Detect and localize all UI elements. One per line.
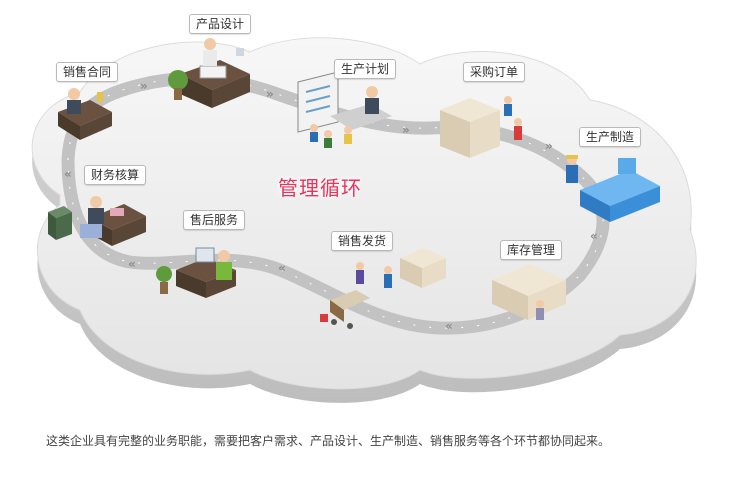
chevron-right-icon: » (402, 123, 410, 137)
chevron-left-icon: « (128, 257, 136, 271)
label-product-design: 产品设计 (189, 14, 252, 34)
chevron-left-icon: « (445, 319, 453, 333)
chevron-left-icon: « (278, 261, 286, 275)
chevron-right-icon: » (140, 79, 148, 93)
label-sales-delivery: 销售发货 (331, 231, 394, 251)
chevron-up-icon: « (64, 167, 72, 181)
product-design-scene (168, 38, 250, 108)
production-manufacturing-scene (566, 155, 660, 222)
chevron-right-icon: » (266, 87, 274, 101)
label-inventory-management: 库存管理 (500, 240, 563, 260)
inventory-management-scene (492, 264, 566, 320)
diagram-caption: 这类企业具有完整的业务职能，需要把客户需求、产品设计、生产制造、销售服务等各个环… (46, 434, 611, 448)
label-after-sales-service: 售后服务 (183, 210, 246, 230)
workers (310, 124, 352, 148)
chevron-down-icon: « (590, 229, 598, 243)
financial-accounting-scene (48, 196, 146, 246)
direction-arrows: » » » » « « « « « (64, 79, 598, 333)
label-financial-accounting: 财务核算 (84, 165, 147, 185)
label-production-manufacturing: 生产制造 (579, 127, 642, 147)
production-plan-scene (297, 71, 392, 148)
after-sales-service-scene (156, 247, 236, 298)
diagram-title: 管理循环 (278, 176, 362, 200)
chevron-down-icon: » (545, 139, 553, 153)
purchase-order-scene (440, 96, 522, 158)
label-sales-contract: 销售合同 (56, 62, 119, 82)
sales-delivery-scene (320, 248, 446, 329)
sales-contract-scene (58, 88, 112, 140)
label-production-plan: 生产计划 (334, 59, 397, 79)
label-purchase-order: 采购订单 (463, 62, 526, 82)
